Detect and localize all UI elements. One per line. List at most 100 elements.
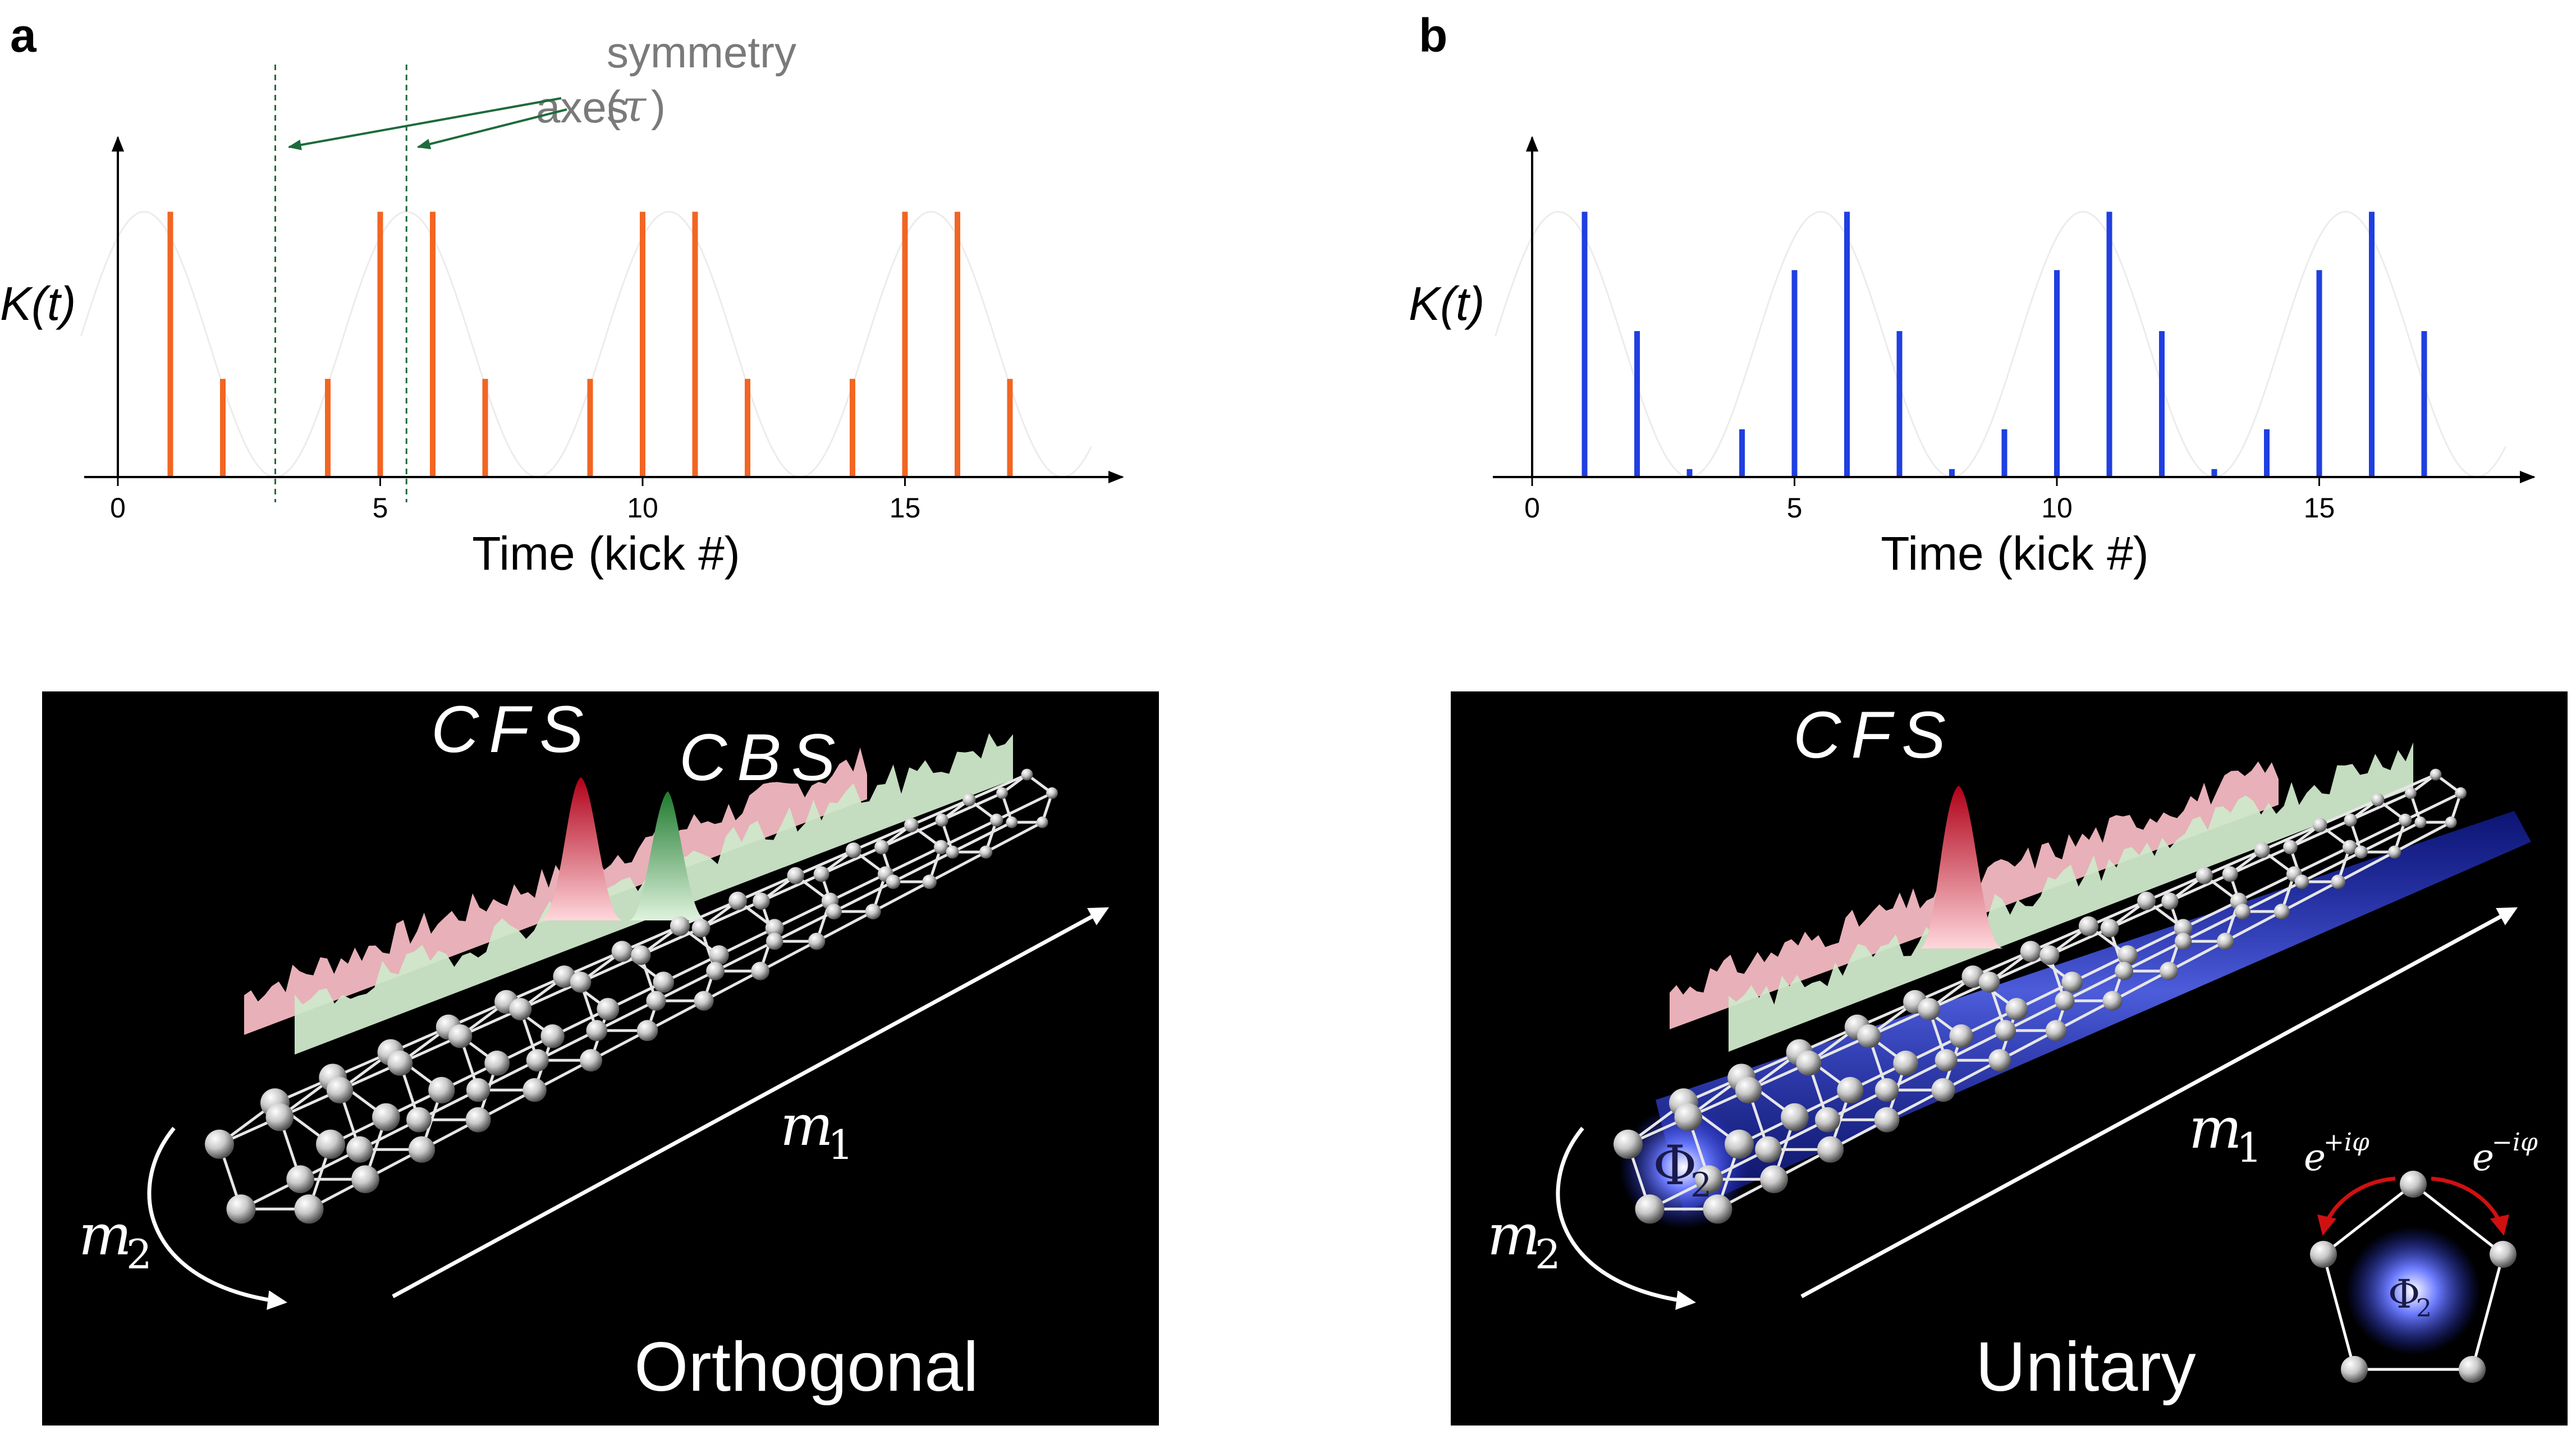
lattice-strut: [2350, 791, 2412, 822]
kick-bar: [430, 212, 436, 477]
lattice-node: [2445, 816, 2457, 828]
kick-bar: [1007, 379, 1013, 477]
envelope-curve: [1495, 210, 2506, 478]
x-tick-label: 0: [110, 492, 126, 524]
kick-bar: [1791, 270, 1798, 477]
lattice-node: [408, 1136, 436, 1163]
lattice-strut: [2281, 880, 2339, 913]
m2-arrow: [147, 1126, 287, 1310]
pentagon-outline: [2322, 1182, 2505, 1371]
lattice-strut: [679, 899, 739, 928]
kick-bar: [587, 379, 593, 477]
lattice-node: [611, 941, 633, 962]
phi2-inset-base: Φ: [2388, 1271, 2420, 1317]
x-tick-label: 15: [2304, 492, 2335, 524]
m2-arrow-b: [1556, 1126, 1696, 1310]
lattice-node: [706, 961, 725, 980]
lattice-node: [466, 1078, 491, 1102]
lattice-node: [1874, 1078, 1899, 1102]
kick-bar: [1896, 331, 1903, 477]
lattice-node: [586, 1020, 608, 1041]
lattice-strut: [2224, 910, 2282, 943]
lattice-node: [787, 867, 804, 884]
pentagon-glow: [2346, 1226, 2481, 1355]
lattice-strut: [2293, 846, 2350, 876]
kick-bar: [2159, 331, 2165, 477]
lattice-node: [2195, 867, 2213, 884]
lattice-strut: [2111, 969, 2170, 1002]
symmetry-paren-close: ): [651, 81, 666, 131]
lattice-node: [580, 1049, 603, 1072]
pentagon-node: [2310, 1241, 2337, 1268]
lattice-node: [1695, 1165, 1723, 1193]
m2-label-base-b: m: [1487, 1202, 1541, 1268]
lattice-node: [2055, 991, 2075, 1011]
kick-bar: [2054, 270, 2060, 477]
lattice-node: [2313, 818, 2327, 832]
phase-arrow-left: [2317, 1176, 2396, 1236]
lattice-strut: [2146, 874, 2205, 902]
panel-b-lattice-illustration: CFS m 1 m 2 Φ 2 Unitary e +iφ e −iφ Φ 2: [1451, 691, 2568, 1426]
lattice-strut: [2229, 846, 2291, 876]
kick-bar: [640, 212, 645, 477]
lattice-node: [631, 945, 651, 965]
lattice-strut: [815, 910, 874, 943]
panel-a-symmetry-axes: [274, 65, 407, 502]
panel-b-y-label: K(t): [1409, 277, 1484, 330]
lattice-node: [2254, 842, 2270, 859]
x-tick-label: 10: [627, 492, 658, 524]
lattice-node: [372, 1103, 400, 1131]
lattice-node: [2414, 816, 2427, 828]
lattice-strut: [2048, 927, 2111, 957]
lattice-strut: [2289, 819, 2352, 849]
lattice-node: [2331, 874, 2346, 889]
lattice-node: [2100, 919, 2119, 938]
lattice-node: [1949, 1024, 1973, 1048]
m1-label-sub-b: 1: [2236, 1124, 2262, 1171]
kick-bar: [377, 212, 383, 477]
cbs-label: CBS: [679, 721, 846, 795]
panel-a-x-label: Time (kick #): [472, 527, 740, 580]
lattice-node: [1046, 787, 1058, 799]
lattice-node: [2005, 998, 2028, 1021]
panel-b-letter: b: [1419, 9, 1447, 62]
lattice-node: [1988, 1049, 2011, 1072]
kick-bar: [2316, 270, 2322, 477]
lattice-strut: [2360, 821, 2421, 854]
lattice-node: [922, 874, 937, 889]
kick-bar: [692, 212, 698, 477]
lattice-strut: [1988, 954, 2050, 984]
lattice-strut: [2319, 798, 2378, 827]
lattice-node: [2455, 787, 2467, 799]
cbs-peak: [629, 791, 707, 920]
lattice-node: [1725, 1129, 1754, 1159]
lattice-node: [934, 840, 948, 855]
lattice-node: [346, 1136, 373, 1163]
cfs-label: CFS: [431, 693, 594, 767]
lattice-node: [753, 892, 770, 910]
kick-bar: [2211, 469, 2217, 477]
lattice-node: [646, 991, 666, 1011]
lattice-node: [1893, 1051, 1919, 1076]
panel-a-y-label: K(t): [0, 277, 76, 330]
lattice-node: [904, 818, 919, 832]
lattice-strut: [884, 846, 942, 876]
lattice-strut: [655, 969, 716, 1002]
lattice-node: [1781, 1103, 1809, 1131]
lattice-strut: [774, 900, 831, 930]
lattice-node: [1006, 816, 1018, 828]
x-tick-label: 0: [1524, 492, 1540, 524]
kick-bar: [1634, 331, 1640, 477]
kick-bar: [325, 379, 331, 477]
unitary-label: Unitary: [1975, 1328, 2196, 1406]
phase-right-exp: −iφ: [2492, 1128, 2538, 1157]
panel-b-envelope: [1495, 210, 2506, 478]
lattice-strut: [2183, 900, 2240, 930]
lattice-node: [351, 1165, 379, 1193]
kick-bar: [2106, 212, 2112, 477]
cfs-peak: [539, 777, 623, 920]
m1-label-sub: 1: [828, 1121, 854, 1168]
lattice-strut: [2123, 939, 2184, 973]
